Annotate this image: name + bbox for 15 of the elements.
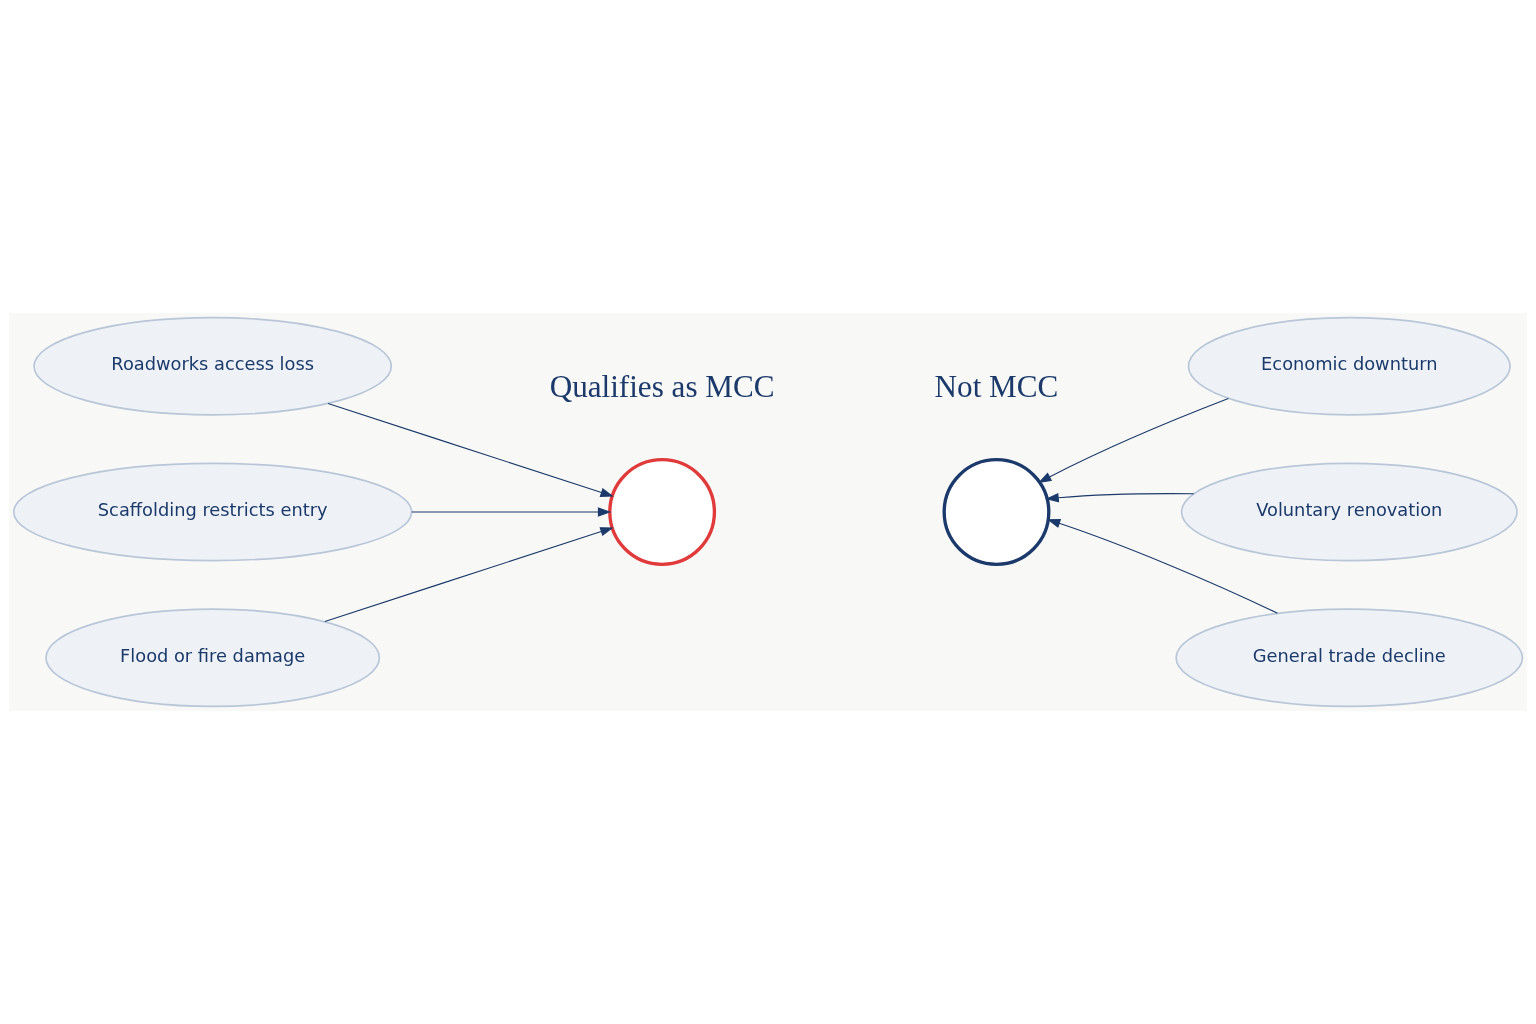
node-ellipse: Scaffolding restricts entry	[12, 462, 413, 562]
arrow	[1046, 518, 1278, 614]
node-ellipse: Voluntary renovation	[1180, 462, 1518, 562]
arrow	[327, 402, 614, 497]
node-ellipse: Roadworks access loss	[33, 316, 393, 416]
label: Qualifies as MCC	[549, 369, 775, 405]
arrow	[1045, 493, 1195, 503]
node-ellipse: General trade decline	[1175, 608, 1524, 708]
node-ellipse: Economic downturn	[1187, 316, 1511, 416]
arrow	[411, 507, 612, 517]
arrow	[324, 527, 614, 623]
node-ellipse: Flood or fire damage	[45, 608, 381, 708]
arrow	[1038, 398, 1229, 483]
label: Not MCC	[934, 369, 1059, 405]
node-circle	[608, 458, 717, 566]
